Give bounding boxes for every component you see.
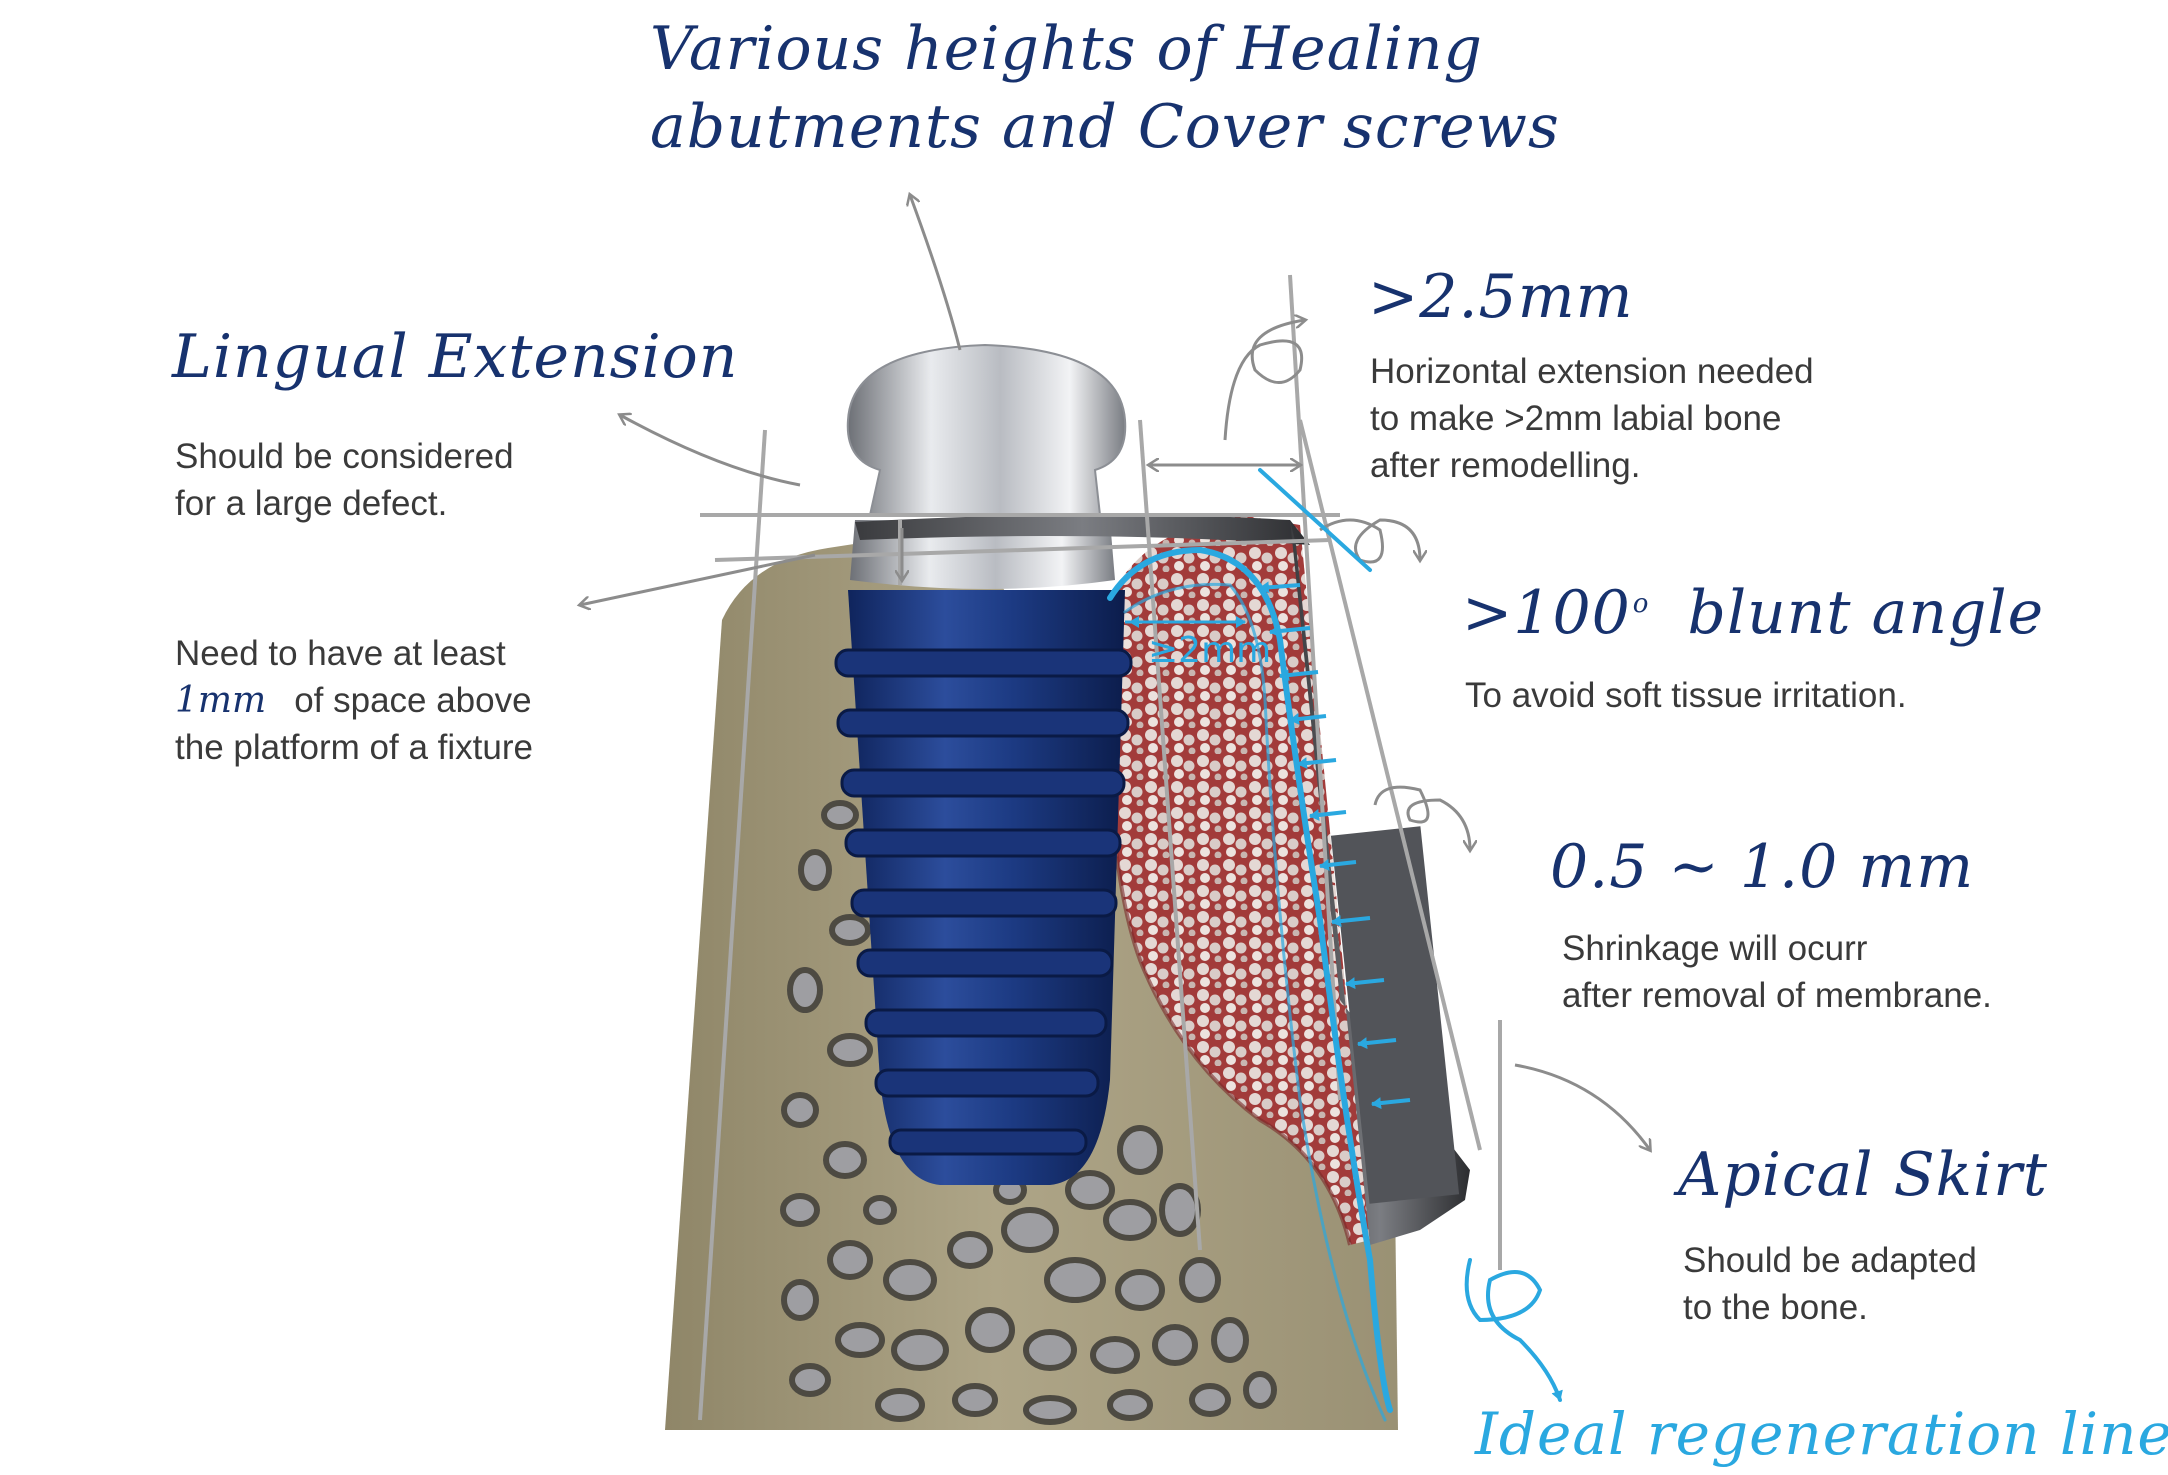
healing-abutment (846, 343, 1127, 516)
space-note-line-3: the platform of a fixture (175, 728, 533, 767)
apical-note-line-2: to the bone. (1683, 1288, 1868, 1327)
space-note-line-2: 1mm of space above (175, 677, 533, 724)
apical-note: Should be adapted to the bone. (1683, 1237, 1977, 1331)
angle-title: >100o blunt angle (1462, 578, 2044, 648)
pressure-arrows (1259, 581, 1411, 1110)
implant-threads (834, 648, 1133, 1156)
heading-top: Various heights of Healing abutments and… (650, 10, 1560, 166)
horizontal-title: >2.5mm (1368, 262, 1634, 332)
shrink-note: Shrinkage will ocurr after removal of me… (1562, 925, 1992, 1019)
lingual-note: Should be considered for a large defect. (175, 433, 514, 527)
two-mm-label: ≥2mm (1148, 630, 1272, 671)
ideal-regeneration-label: Ideal regeneration line (1475, 1400, 2168, 1468)
lingual-note-line-1: Should be considered (175, 437, 514, 476)
horizontal-note-line-3: after remodelling. (1370, 446, 1641, 485)
angle-note: To avoid soft tissue irritation. (1465, 676, 1907, 715)
space-mm: 1mm (175, 680, 267, 721)
space-note-line-1: Need to have at least (175, 634, 506, 673)
horizontal-note-line-1: Horizontal extension needed (1370, 352, 1814, 391)
apical-title: Apical Skirt (1678, 1140, 2049, 1210)
membrane-top (855, 514, 1310, 545)
apical-note-line-1: Should be adapted (1683, 1241, 1977, 1280)
lingual-note-line-2: for a large defect. (175, 484, 448, 523)
angle-value: >100 (1462, 578, 1631, 648)
angle-title-rest: blunt angle (1687, 578, 2045, 648)
horizontal-note: Horizontal extension needed to make >2mm… (1370, 348, 1814, 489)
lingual-title: Lingual Extension (172, 322, 739, 392)
shrink-note-line-1: Shrinkage will ocurr (1562, 929, 1868, 968)
annotation-arrows (580, 195, 1650, 1150)
heading-top-line-2: abutments and Cover screws (650, 92, 1560, 162)
bone-graft (1108, 515, 1370, 1245)
horizontal-note-line-2: to make >2mm labial bone (1370, 399, 1782, 438)
space-note-line-2-rest: of space above (294, 681, 532, 720)
shrink-note-line-2: after removal of membrane. (1562, 976, 1992, 1015)
angle-degree: o (1632, 589, 1650, 619)
cancellous-bone-pores (780, 800, 1277, 1425)
ideal-regeneration-curve (1107, 468, 1563, 1422)
heading-top-line-1: Various heights of Healing (650, 14, 1483, 84)
shrink-title: 0.5 ~ 1.0 mm (1550, 832, 1975, 902)
